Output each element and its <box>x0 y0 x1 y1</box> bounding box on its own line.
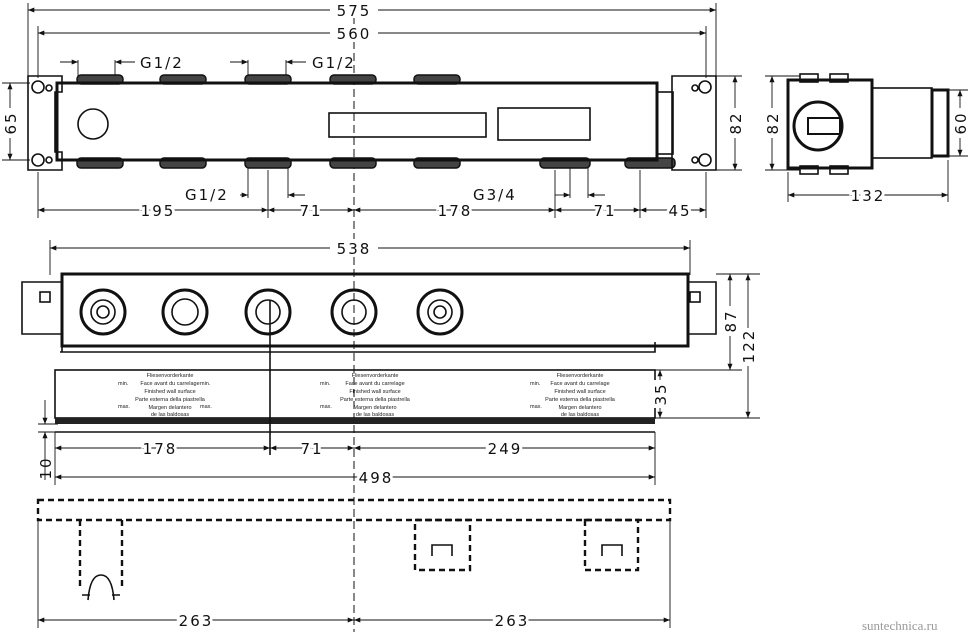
dim-263: 263 <box>179 612 214 630</box>
svg-text:Fliesenvorderkante: Fliesenvorderkante <box>147 373 194 379</box>
svg-text:Face avant du carrelage: Face avant du carrelage <box>140 381 199 387</box>
svg-text:min.: min. <box>320 381 331 387</box>
svg-text:Parte esterna della piastrella: Parte esterna della piastrella <box>135 397 206 403</box>
dim-65: 65 <box>2 111 20 134</box>
tile-text-left: Fliesenvorderkante Face avant du carrela… <box>118 373 212 418</box>
svg-text:Margen delantero: Margen delantero <box>558 405 601 411</box>
svg-text:Finished wall surface: Finished wall surface <box>349 389 400 395</box>
side-view: 82 60 132 <box>764 73 970 208</box>
dim-575: 575 <box>337 2 372 20</box>
dim-35: 35 <box>652 382 670 405</box>
valve-outlets <box>79 288 464 336</box>
svg-text:max.: max. <box>530 404 542 410</box>
svg-text:de las baldosas: de las baldosas <box>356 412 394 418</box>
svg-text:Finished wall surface: Finished wall surface <box>554 389 605 395</box>
dim-10: 10 <box>37 456 55 479</box>
svg-text:Face avant du carrelage: Face avant du carrelage <box>345 381 404 387</box>
dim-82: 82 <box>727 111 745 134</box>
tile-text-right: Fliesenvorderkante Face avant du carrela… <box>320 373 616 418</box>
bottom-view: 263 263 <box>36 498 672 633</box>
dim-71: 71 <box>299 202 322 220</box>
dim-560: 560 <box>337 25 372 43</box>
svg-text:Face avant du carrelage: Face avant du carrelage <box>550 381 609 387</box>
watermark: suntechnica.ru <box>862 618 938 633</box>
dim-45: 45 <box>668 202 691 220</box>
dim-178: 178 <box>438 202 473 220</box>
svg-text:Finished wall surface: Finished wall surface <box>144 389 195 395</box>
thread-label: G1/2 <box>140 54 184 72</box>
svg-text:Margen delantero: Margen delantero <box>353 405 396 411</box>
dim-195: 195 <box>141 202 176 220</box>
dim-122: 122 <box>740 329 758 364</box>
svg-text:min.: min. <box>200 381 211 387</box>
svg-text:de las baldosas: de las baldosas <box>561 412 599 418</box>
svg-text:Parte esterna della piastrella: Parte esterna della piastrella <box>545 397 616 403</box>
svg-text:de las baldosas: de las baldosas <box>151 412 189 418</box>
dim-538: 538 <box>337 240 372 258</box>
svg-text:min.: min. <box>530 381 541 387</box>
svg-text:min.: min. <box>118 381 129 387</box>
svg-text:max.: max. <box>200 404 212 410</box>
svg-text:Fliesenvorderkante: Fliesenvorderkante <box>557 373 604 379</box>
svg-text:Margen delantero: Margen delantero <box>148 405 191 411</box>
top-view: 575 560 G1/2 G1/2 <box>2 0 745 223</box>
dim-263: 263 <box>495 612 530 630</box>
thread-label: G3/4 <box>473 186 517 204</box>
svg-text:Fliesenvorderkante: Fliesenvorderkante <box>352 373 399 379</box>
thread-label: G1/2 <box>185 186 229 204</box>
dim-178: 178 <box>143 440 178 458</box>
dim-71: 71 <box>593 202 616 220</box>
dim-498: 498 <box>359 469 394 487</box>
front-view: 538 Fliesenvorderkante Face avant du car… <box>21 239 760 490</box>
dim-60: 60 <box>952 111 970 134</box>
dim-82: 82 <box>764 111 782 134</box>
dim-87: 87 <box>722 309 740 332</box>
svg-text:max.: max. <box>320 404 332 410</box>
svg-text:Parte esterna della piastrella: Parte esterna della piastrella <box>340 397 411 403</box>
dim-71: 71 <box>300 440 323 458</box>
dim-132: 132 <box>851 187 886 205</box>
svg-text:max.: max. <box>118 404 130 410</box>
thread-label: G1/2 <box>312 54 356 72</box>
dim-249: 249 <box>488 440 523 458</box>
